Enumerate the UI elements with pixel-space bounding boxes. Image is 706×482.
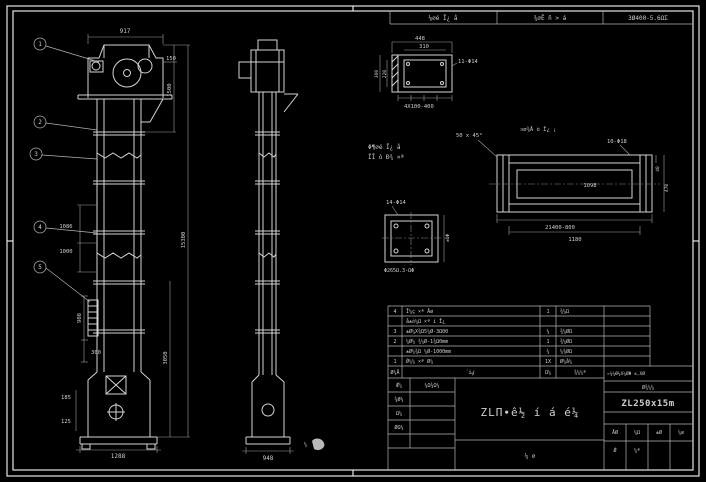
part-qty: 1	[546, 339, 549, 345]
band-cell-3: 3Ø400-5.6ΩΣ	[628, 15, 668, 22]
callout-chamfer: 50 x 45°	[456, 133, 483, 139]
sheet-number: ¼ ∅	[525, 453, 536, 460]
dim-width-head: 917	[120, 28, 131, 35]
dim-casing-1180: 1180	[568, 237, 581, 243]
dim-1000: 1000	[59, 249, 72, 255]
part-name: å±ò¼Ω ×ª í Ī¿	[406, 318, 445, 325]
note-line-2: ΪĪ ò Ð¾ ×ª	[368, 152, 404, 161]
dim-side-base: 948	[263, 455, 274, 462]
parts-header-no: Ø¼Å	[390, 369, 399, 376]
dim-lower-section: 3050	[163, 351, 169, 364]
drawing-title: ZLΠ∙ê½ í á é¼	[480, 406, 579, 419]
band-cell-1: ⅛∅é Ī¿ å	[429, 15, 458, 22]
front-view-geometry	[77, 44, 173, 450]
casing-note: ¤∅¾Å ò Ī¿ ¡	[520, 126, 556, 133]
detail-casing-dimensions	[477, 139, 665, 235]
detail-casing-geometry	[496, 154, 653, 213]
part-qty: 1X	[545, 359, 551, 365]
detail-plate-dimensions	[391, 205, 445, 262]
titleblock-cell: ¼ª	[634, 448, 640, 454]
dim-1086: 1086	[59, 224, 72, 230]
parts-table-grid	[387, 305, 693, 470]
model-number: ZL250x15m	[621, 399, 674, 409]
plate-side-note: ±ΩΦ	[445, 234, 451, 242]
part-no: 3	[393, 329, 396, 335]
part-no: 1	[393, 359, 396, 365]
titleblock-note: ¤¾¼Ø¼X¼ØΦ ±,XØ	[607, 370, 645, 377]
dim-908: 908	[77, 313, 83, 323]
detail-plate-geometry	[384, 214, 439, 263]
detail-flange-geometry	[391, 54, 453, 93]
part-name: ¼Ø¼ ¾¼Ø-1¾Ω0mm	[406, 338, 448, 345]
part-material: ¼¾ØΩ	[560, 348, 572, 355]
part-qty: ¼	[546, 329, 549, 335]
dim-total-height: 15300	[181, 232, 187, 249]
titleblock-cell: ÅØ	[612, 429, 618, 436]
balloon-5: 5	[38, 264, 42, 271]
part-qty: 1	[546, 309, 549, 315]
dim-185: 185	[61, 395, 71, 401]
part-no: 4	[393, 309, 396, 315]
dim-top-section: 1500	[167, 83, 173, 96]
balloon-2: 2	[38, 119, 42, 126]
dim-casing-470: 470	[664, 184, 670, 192]
dim-casing-total: 21400-800	[545, 225, 575, 231]
balloon-1: 1	[38, 41, 42, 48]
balloon-3: 3	[34, 151, 38, 158]
titleblock-row-label: ¾Ø¼	[394, 396, 403, 403]
dim-300: 300	[91, 350, 101, 356]
part-material: Ø¼å¼	[560, 358, 572, 365]
titleblock-cell: ±Ø	[656, 429, 662, 436]
part-name: ±Ø¼X¾Ω5¼Ø-3Ω00	[406, 328, 448, 335]
revision-band	[389, 11, 693, 25]
titleblock-row-label: ØΩ¼	[394, 424, 403, 431]
stamp-mark: ¼	[304, 442, 307, 448]
dim-125: 125	[61, 419, 71, 425]
part-material: ¾¼Ω	[560, 309, 569, 315]
titleblock-cell: ¼∅	[678, 430, 684, 436]
stamp	[312, 438, 325, 451]
band-cell-2: ¾∅Ē ñ > á	[534, 15, 567, 22]
part-material: ¾¼ØΩ	[560, 338, 572, 345]
note-line-1: Φ¶∅é Ī¿ å	[368, 144, 401, 151]
callout-14-holes: 14-Φ14	[386, 200, 407, 206]
titleblock-row-label: Ǽ¼	[396, 381, 402, 389]
dim-offset: 150	[166, 56, 176, 62]
titleblock-row-value: ¼Ω¾Ω¼	[424, 383, 439, 389]
dim-hole-pitch: 4X100-400	[404, 104, 434, 110]
side-view-geometry	[238, 39, 299, 445]
dim-casing-40: 40	[655, 166, 661, 172]
sheet-frame	[6, 5, 700, 477]
callout-10-holes: 10-Φ18	[607, 139, 627, 145]
callout-11-holes: 11-Φ14	[458, 59, 479, 65]
titleblock-cell: Ǿ	[613, 447, 616, 454]
plate-bottom-note: Φ265Ω.3-ΩΦ	[384, 268, 414, 274]
parts-header-qty: Ω¼	[545, 370, 551, 376]
titleblock-cell: ¼Ω	[634, 430, 640, 436]
dim-flange-220: 220	[382, 70, 388, 78]
detail-flange-dimensions	[379, 41, 458, 101]
part-name: Ī¼ç ×ª Åø	[406, 308, 433, 315]
dim-flange-448: 448	[415, 36, 425, 42]
detail-plate-centerlines	[382, 212, 441, 265]
balloon-4: 4	[38, 224, 42, 231]
part-balloons	[29, 37, 100, 303]
title-block-grid	[388, 378, 693, 470]
part-material: ¾¼ØΩ	[560, 328, 572, 335]
part-no: 2	[393, 339, 396, 345]
dim-flange-360: 360	[374, 70, 380, 78]
front-view-dimensions	[75, 34, 190, 453]
dim-casing-1098: 1098	[583, 183, 596, 189]
parts-header-material: ¾¼¼ª	[574, 370, 586, 376]
parts-header-name: ´íؼ	[466, 369, 475, 376]
dim-base-width: 1288	[111, 453, 126, 460]
part-name: Ǿ¼¼ ×ª Ø¼	[406, 358, 433, 365]
dim-flange-310: 310	[419, 44, 429, 50]
part-qty: ¼	[546, 349, 549, 355]
titleblock-row-label: Ω¼	[396, 411, 402, 417]
titleblock-subnote: Ø¾¼¼	[642, 384, 654, 391]
side-view-dimensions	[242, 447, 294, 454]
part-name: ±Ø¼¾Ω ¼Ø-1000mm	[406, 348, 451, 355]
